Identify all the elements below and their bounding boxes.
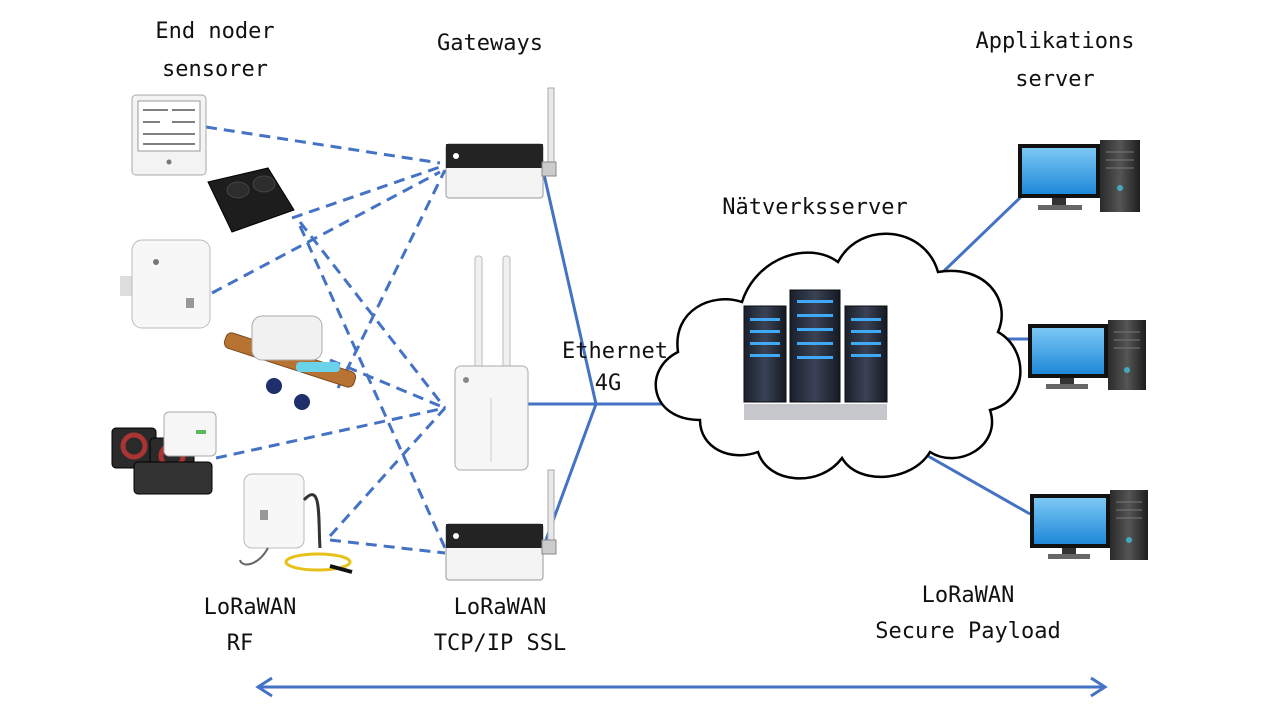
display-sensor-icon (131, 94, 207, 176)
rf-link (211, 170, 441, 295)
current-clamp-sensor-icon (111, 411, 217, 495)
server-cluster-icon (743, 289, 888, 420)
gateway-middle-icon (454, 255, 529, 471)
end-nodes-header: End noder sensorer (155, 19, 275, 83)
backhaul-link (541, 169, 598, 405)
rf-link (215, 406, 446, 460)
rf-link (329, 538, 446, 555)
water-valve-sensor-icon (223, 315, 357, 410)
rf-link (298, 225, 447, 549)
footer-rf-label: LoRaWAN RF (203, 595, 297, 657)
computer-1-icon (1018, 140, 1140, 212)
rf-links (205, 125, 447, 555)
ambience-sensor-icon (120, 239, 211, 329)
gateways-header: Gateways (437, 31, 543, 56)
gateway-bottom-icon (445, 469, 557, 581)
temperature-probe-sensor-icon (239, 473, 353, 574)
rf-link (205, 125, 441, 165)
rf-link (336, 169, 447, 389)
footer-payload-label: LoRaWAN Secure Payload (875, 583, 1061, 645)
computer-2-icon (1028, 320, 1146, 390)
computer-3-icon (1030, 490, 1148, 560)
footer-tcp-label: LoRaWAN TCP/IP SSL (433, 595, 567, 657)
network-server-label: Nätverksserver (722, 195, 908, 220)
rf-link (291, 165, 441, 220)
rf-link (328, 406, 447, 538)
button-sensor-icon (207, 167, 295, 233)
gateway-top-icon (445, 87, 557, 199)
uplink-label: Ethernet 4G (562, 339, 668, 397)
bottom-arrow (255, 676, 1108, 698)
app-server-header: Applikations server (975, 29, 1135, 93)
